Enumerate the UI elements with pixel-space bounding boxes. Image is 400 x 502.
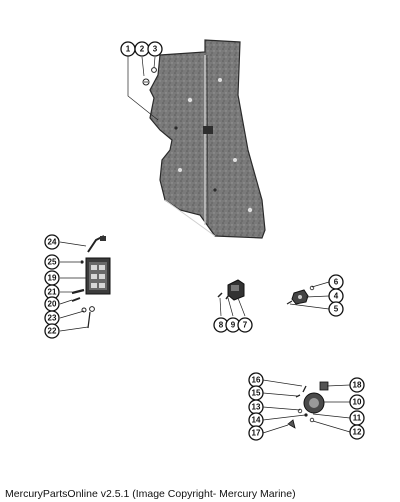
callout-11-label: 11 [353, 414, 362, 423]
callout-24[interactable]: 24 [44, 234, 60, 250]
callout-17-label: 17 [252, 429, 261, 438]
callout-17[interactable]: 17 [248, 425, 264, 441]
callout-4-label: 4 [334, 292, 339, 301]
callout-12-label: 12 [353, 428, 362, 437]
callout-7-label: 7 [243, 321, 248, 330]
callout-22-label: 22 [48, 327, 57, 336]
callout-9-label: 9 [231, 321, 236, 330]
callout-3-label: 3 [153, 45, 158, 54]
callout-23-label: 23 [48, 314, 57, 323]
screw-part [142, 67, 157, 86]
callout-7[interactable]: 7 [237, 317, 253, 333]
callout-14-label: 14 [252, 416, 261, 425]
copyright-footer: MercuryPartsOnline v2.5.1 (Image Copyrig… [5, 488, 296, 500]
mounting-plate [149, 39, 266, 239]
callout-2-label: 2 [140, 45, 145, 54]
leader-lines [59, 56, 351, 434]
callout-15[interactable]: 15 [248, 385, 264, 401]
callout-5[interactable]: 5 [328, 301, 344, 317]
callout-10[interactable]: 10 [349, 394, 365, 410]
callout-25-label: 25 [48, 258, 57, 267]
callout-23[interactable]: 23 [44, 310, 60, 326]
callout-12[interactable]: 12 [349, 424, 365, 440]
callout-25[interactable]: 25 [44, 254, 60, 270]
callout-13-label: 13 [252, 403, 261, 412]
callout-24-label: 24 [48, 238, 57, 247]
terminal-block-assembly [71, 235, 111, 329]
callout-19[interactable]: 19 [44, 270, 60, 286]
callout-22[interactable]: 22 [44, 323, 60, 339]
callout-6[interactable]: 6 [328, 274, 344, 290]
callout-21-label: 21 [48, 288, 57, 297]
callout-1[interactable]: 1 [120, 41, 136, 57]
callout-19-label: 19 [48, 274, 57, 283]
callout-5-label: 5 [334, 305, 339, 314]
bracket-assembly [286, 285, 315, 305]
callout-20-label: 20 [48, 300, 57, 309]
callout-16-label: 16 [252, 376, 261, 385]
callout-3[interactable]: 3 [147, 41, 163, 57]
callout-4[interactable]: 4 [328, 288, 344, 304]
callout-8-label: 8 [219, 321, 224, 330]
callout-16[interactable]: 16 [248, 372, 264, 388]
callout-10-label: 10 [353, 398, 362, 407]
callout-18[interactable]: 18 [349, 377, 365, 393]
solenoid-assembly [287, 381, 329, 429]
clamp-assembly [217, 279, 245, 301]
callout-2[interactable]: 2 [134, 41, 150, 57]
callout-15-label: 15 [252, 389, 261, 398]
callout-1-label: 1 [126, 45, 131, 54]
callout-20[interactable]: 20 [44, 296, 60, 312]
callout-11[interactable]: 11 [349, 410, 365, 426]
callout-18-label: 18 [353, 381, 362, 390]
callout-6-label: 6 [334, 278, 339, 287]
callout-13[interactable]: 13 [248, 399, 264, 415]
callout-21[interactable]: 21 [44, 284, 60, 300]
callout-14[interactable]: 14 [248, 412, 264, 428]
